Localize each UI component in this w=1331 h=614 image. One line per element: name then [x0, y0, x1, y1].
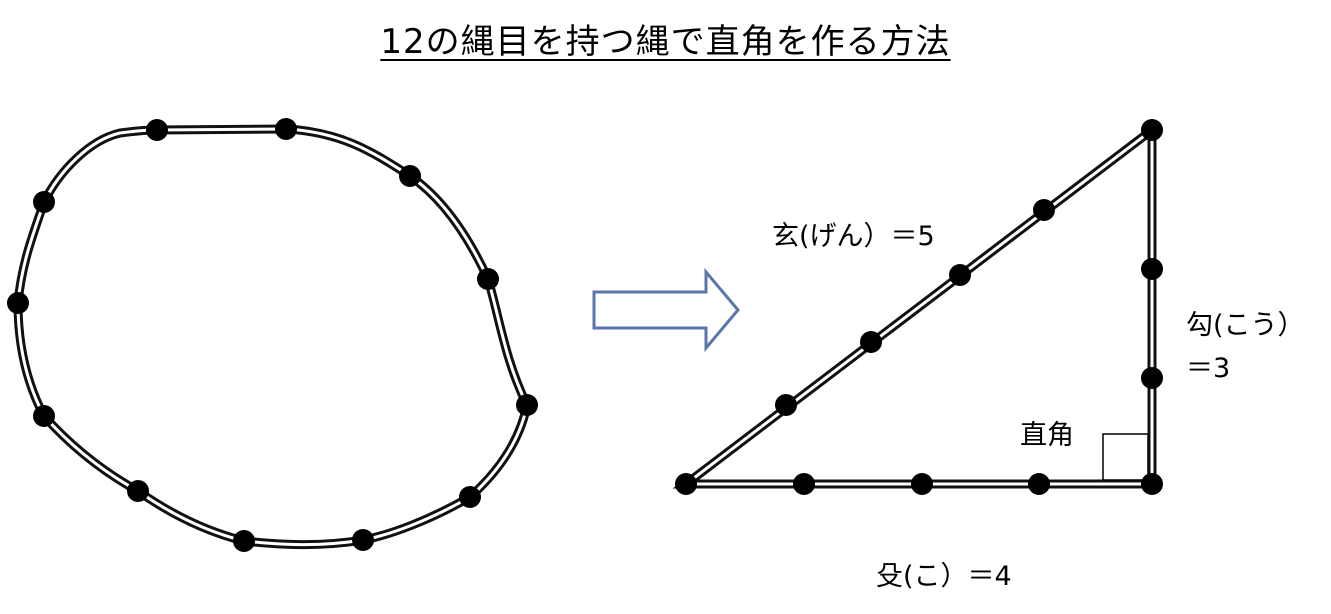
triangle-knot-2	[793, 473, 815, 495]
label-kou-value: ＝3	[1186, 353, 1231, 384]
triangle-knot-3	[911, 473, 933, 495]
rope-loop-inner	[16, 127, 529, 547]
loop-knot-12	[33, 191, 55, 213]
right-angle-marker	[1102, 433, 1149, 481]
triangle-knot-8	[1141, 119, 1163, 141]
loop-knot-5	[516, 394, 538, 416]
right-arrow-icon	[592, 267, 740, 353]
loop-knot-11	[7, 292, 29, 314]
label-gen: 玄(げん）＝5	[772, 221, 935, 252]
triangle-knot-1	[675, 473, 697, 495]
triangle-inner	[681, 126, 1154, 486]
rope-loop	[13, 124, 532, 550]
loop-knot-10	[33, 405, 55, 427]
loop-knot-7	[352, 529, 374, 551]
triangle-knots	[675, 119, 1163, 495]
rope-loop-outer	[13, 124, 532, 550]
loop-knot-6	[459, 486, 481, 508]
loop-knots	[7, 118, 538, 552]
triangle-knot-12	[775, 394, 797, 416]
triangle-knot-10	[949, 264, 971, 286]
loop-knot-3	[399, 165, 421, 187]
triangle-knot-11	[860, 331, 882, 353]
triangle-knot-4	[1028, 473, 1050, 495]
triangle-knot-7	[1141, 258, 1163, 280]
page-title: 12の縄目を持つ縄で直角を作る方法	[380, 22, 951, 62]
label-kou: 勾(こう）	[1186, 310, 1305, 341]
label-ko: 殳(こ）＝4	[876, 561, 1012, 592]
label-right-angle: 直角	[1020, 420, 1074, 451]
triangle-knot-5	[1141, 473, 1163, 495]
triangle-knot-9	[1033, 199, 1055, 221]
loop-knot-4	[477, 268, 499, 290]
loop-knot-9	[127, 480, 149, 502]
loop-knot-2	[275, 118, 297, 140]
loop-knot-8	[233, 530, 255, 552]
loop-knot-1	[146, 119, 168, 141]
rope-triangle	[672, 120, 1157, 489]
triangle-knot-6	[1141, 367, 1163, 389]
